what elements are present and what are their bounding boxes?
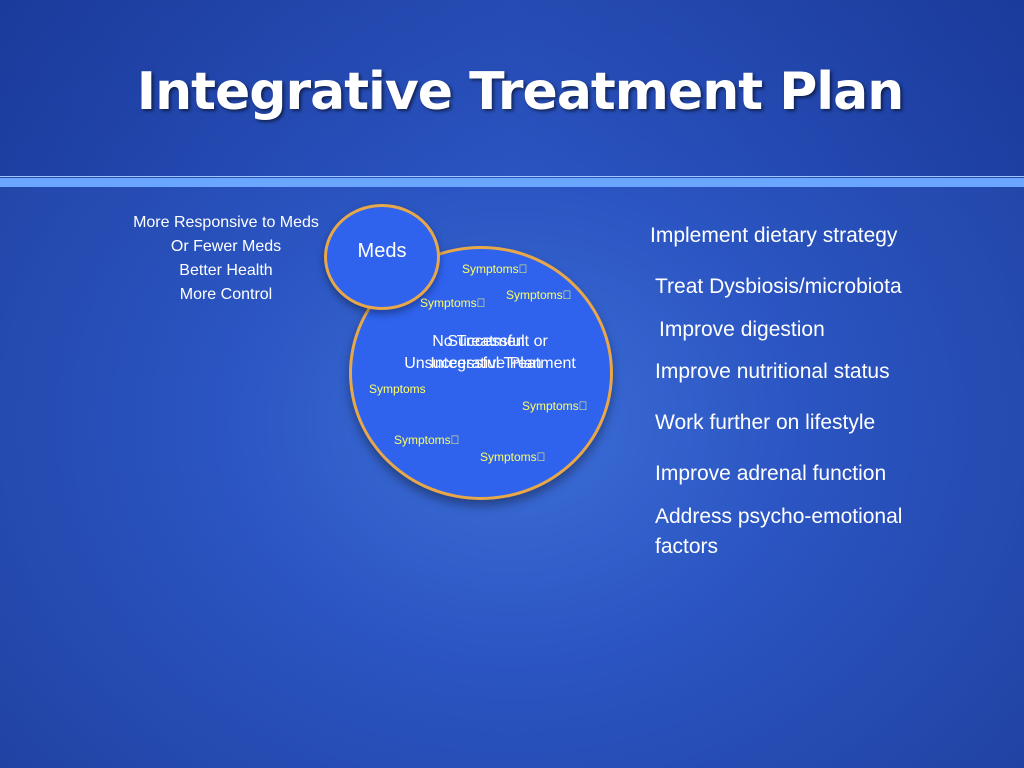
meds-circle <box>324 204 440 310</box>
divider-thin <box>0 176 1024 177</box>
outcome-item: Or Fewer Meds <box>170 238 282 255</box>
caption-line: Integrative Plan <box>430 355 542 372</box>
symptom-label: Symptoms <box>480 450 546 464</box>
plan-item: Implement dietary strategy <box>650 224 898 247</box>
outcomes-list: More Responsive to Meds Or Fewer Meds Be… <box>106 211 346 307</box>
plan-item: Improve adrenal function <box>655 462 887 485</box>
caption-line: Unsuccessful Treatment <box>404 355 576 372</box>
treatment-caption-a: No Treatment or Unsuccessful Treatment <box>370 331 610 375</box>
plan-item: Work further on lifestyle <box>655 411 876 434</box>
symptom-label: Symptoms <box>420 296 486 310</box>
outcome-item: More Control <box>179 286 273 303</box>
caption-line: Successful <box>447 333 525 350</box>
plan-item: Treat Dysbiosis/microbiota <box>655 275 902 298</box>
symptom-label: Symptoms <box>506 288 572 302</box>
symptom-label: Symptoms <box>522 399 588 413</box>
title-band <box>0 0 1024 176</box>
outcome-item: More Responsive to Meds <box>133 214 319 231</box>
plan-item: Address psycho-emotional factors <box>655 505 903 558</box>
symptom-label: Symptoms <box>394 433 460 447</box>
symptom-label: Symptoms <box>462 262 528 276</box>
outcome-item: Better Health <box>179 262 273 279</box>
caption-line: No Treatment or <box>432 333 548 350</box>
plan-item: Improve nutritional status <box>655 360 890 383</box>
plan-item: Improve digestion <box>659 318 825 341</box>
meds-label: Meds <box>357 240 407 262</box>
symptom-label: Symptoms <box>369 382 426 396</box>
slide-title: Integrative Treatment Plan <box>136 62 905 122</box>
treatment-caption-b: Successful Integrative Plan <box>366 331 606 375</box>
divider-rule <box>0 178 1024 187</box>
